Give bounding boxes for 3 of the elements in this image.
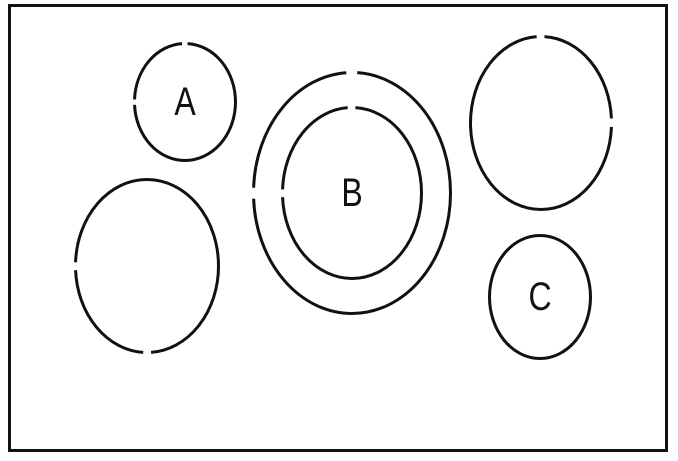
zone-label: C <box>528 277 552 317</box>
zone-label: A <box>174 82 196 122</box>
zone-label: B <box>341 173 363 213</box>
